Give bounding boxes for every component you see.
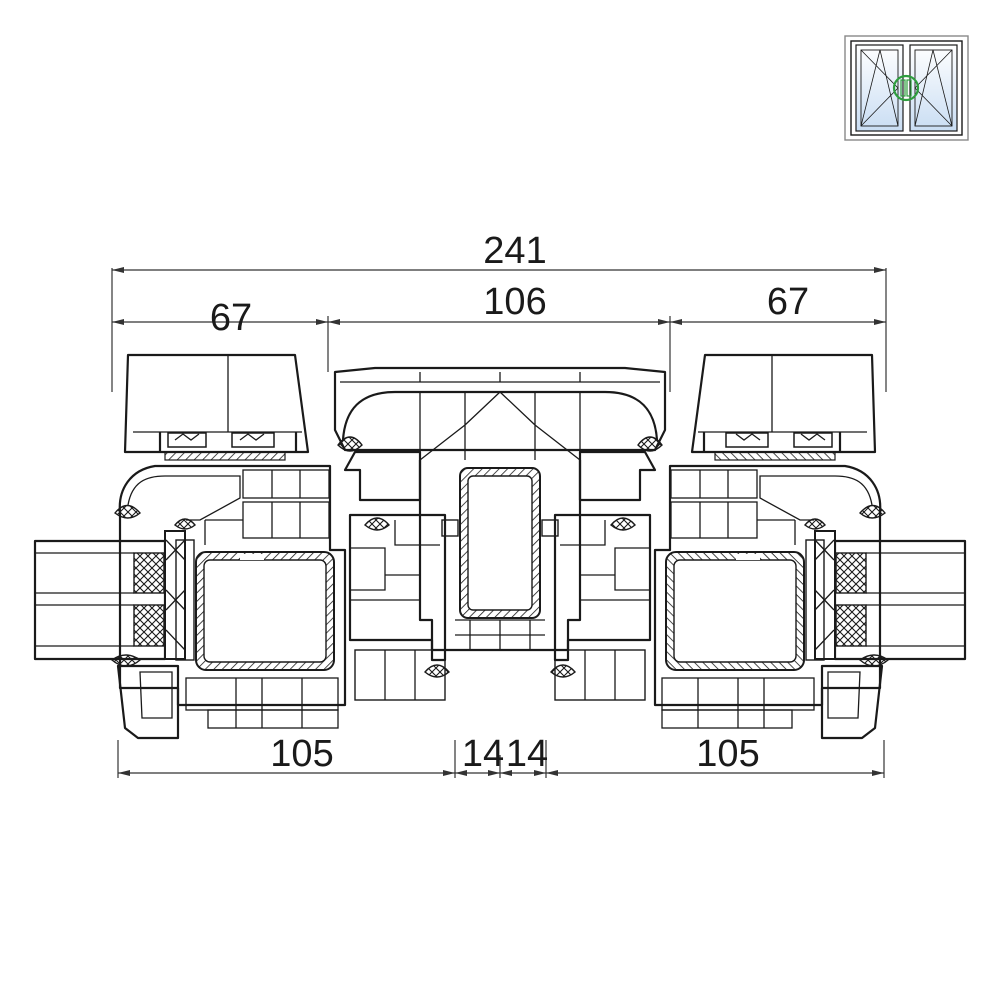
glazing-right xyxy=(833,539,967,661)
sash-interlock-right xyxy=(553,513,652,701)
dim-bottom-center-left-label: 14 xyxy=(462,733,504,775)
mullion-profile xyxy=(333,366,667,678)
mullion-highlight-icon xyxy=(892,74,920,102)
dim-bottom-right-label: 105 xyxy=(696,733,759,775)
dim-overall-label: 241 xyxy=(483,230,546,272)
dimension-lines xyxy=(111,267,887,778)
double-casement-window-icon xyxy=(844,35,969,141)
sash-interlock-left xyxy=(348,513,447,701)
sash-profile-left xyxy=(110,353,347,740)
dim-bottom-left-label: 105 xyxy=(270,733,333,775)
glazing-left xyxy=(33,539,167,661)
dim-top-right-label: 67 xyxy=(767,281,809,323)
dim-top-left-label: 67 xyxy=(210,297,252,339)
dim-bottom-center-right-label: 14 xyxy=(506,733,548,775)
dim-top-center-label: 106 xyxy=(483,281,546,323)
